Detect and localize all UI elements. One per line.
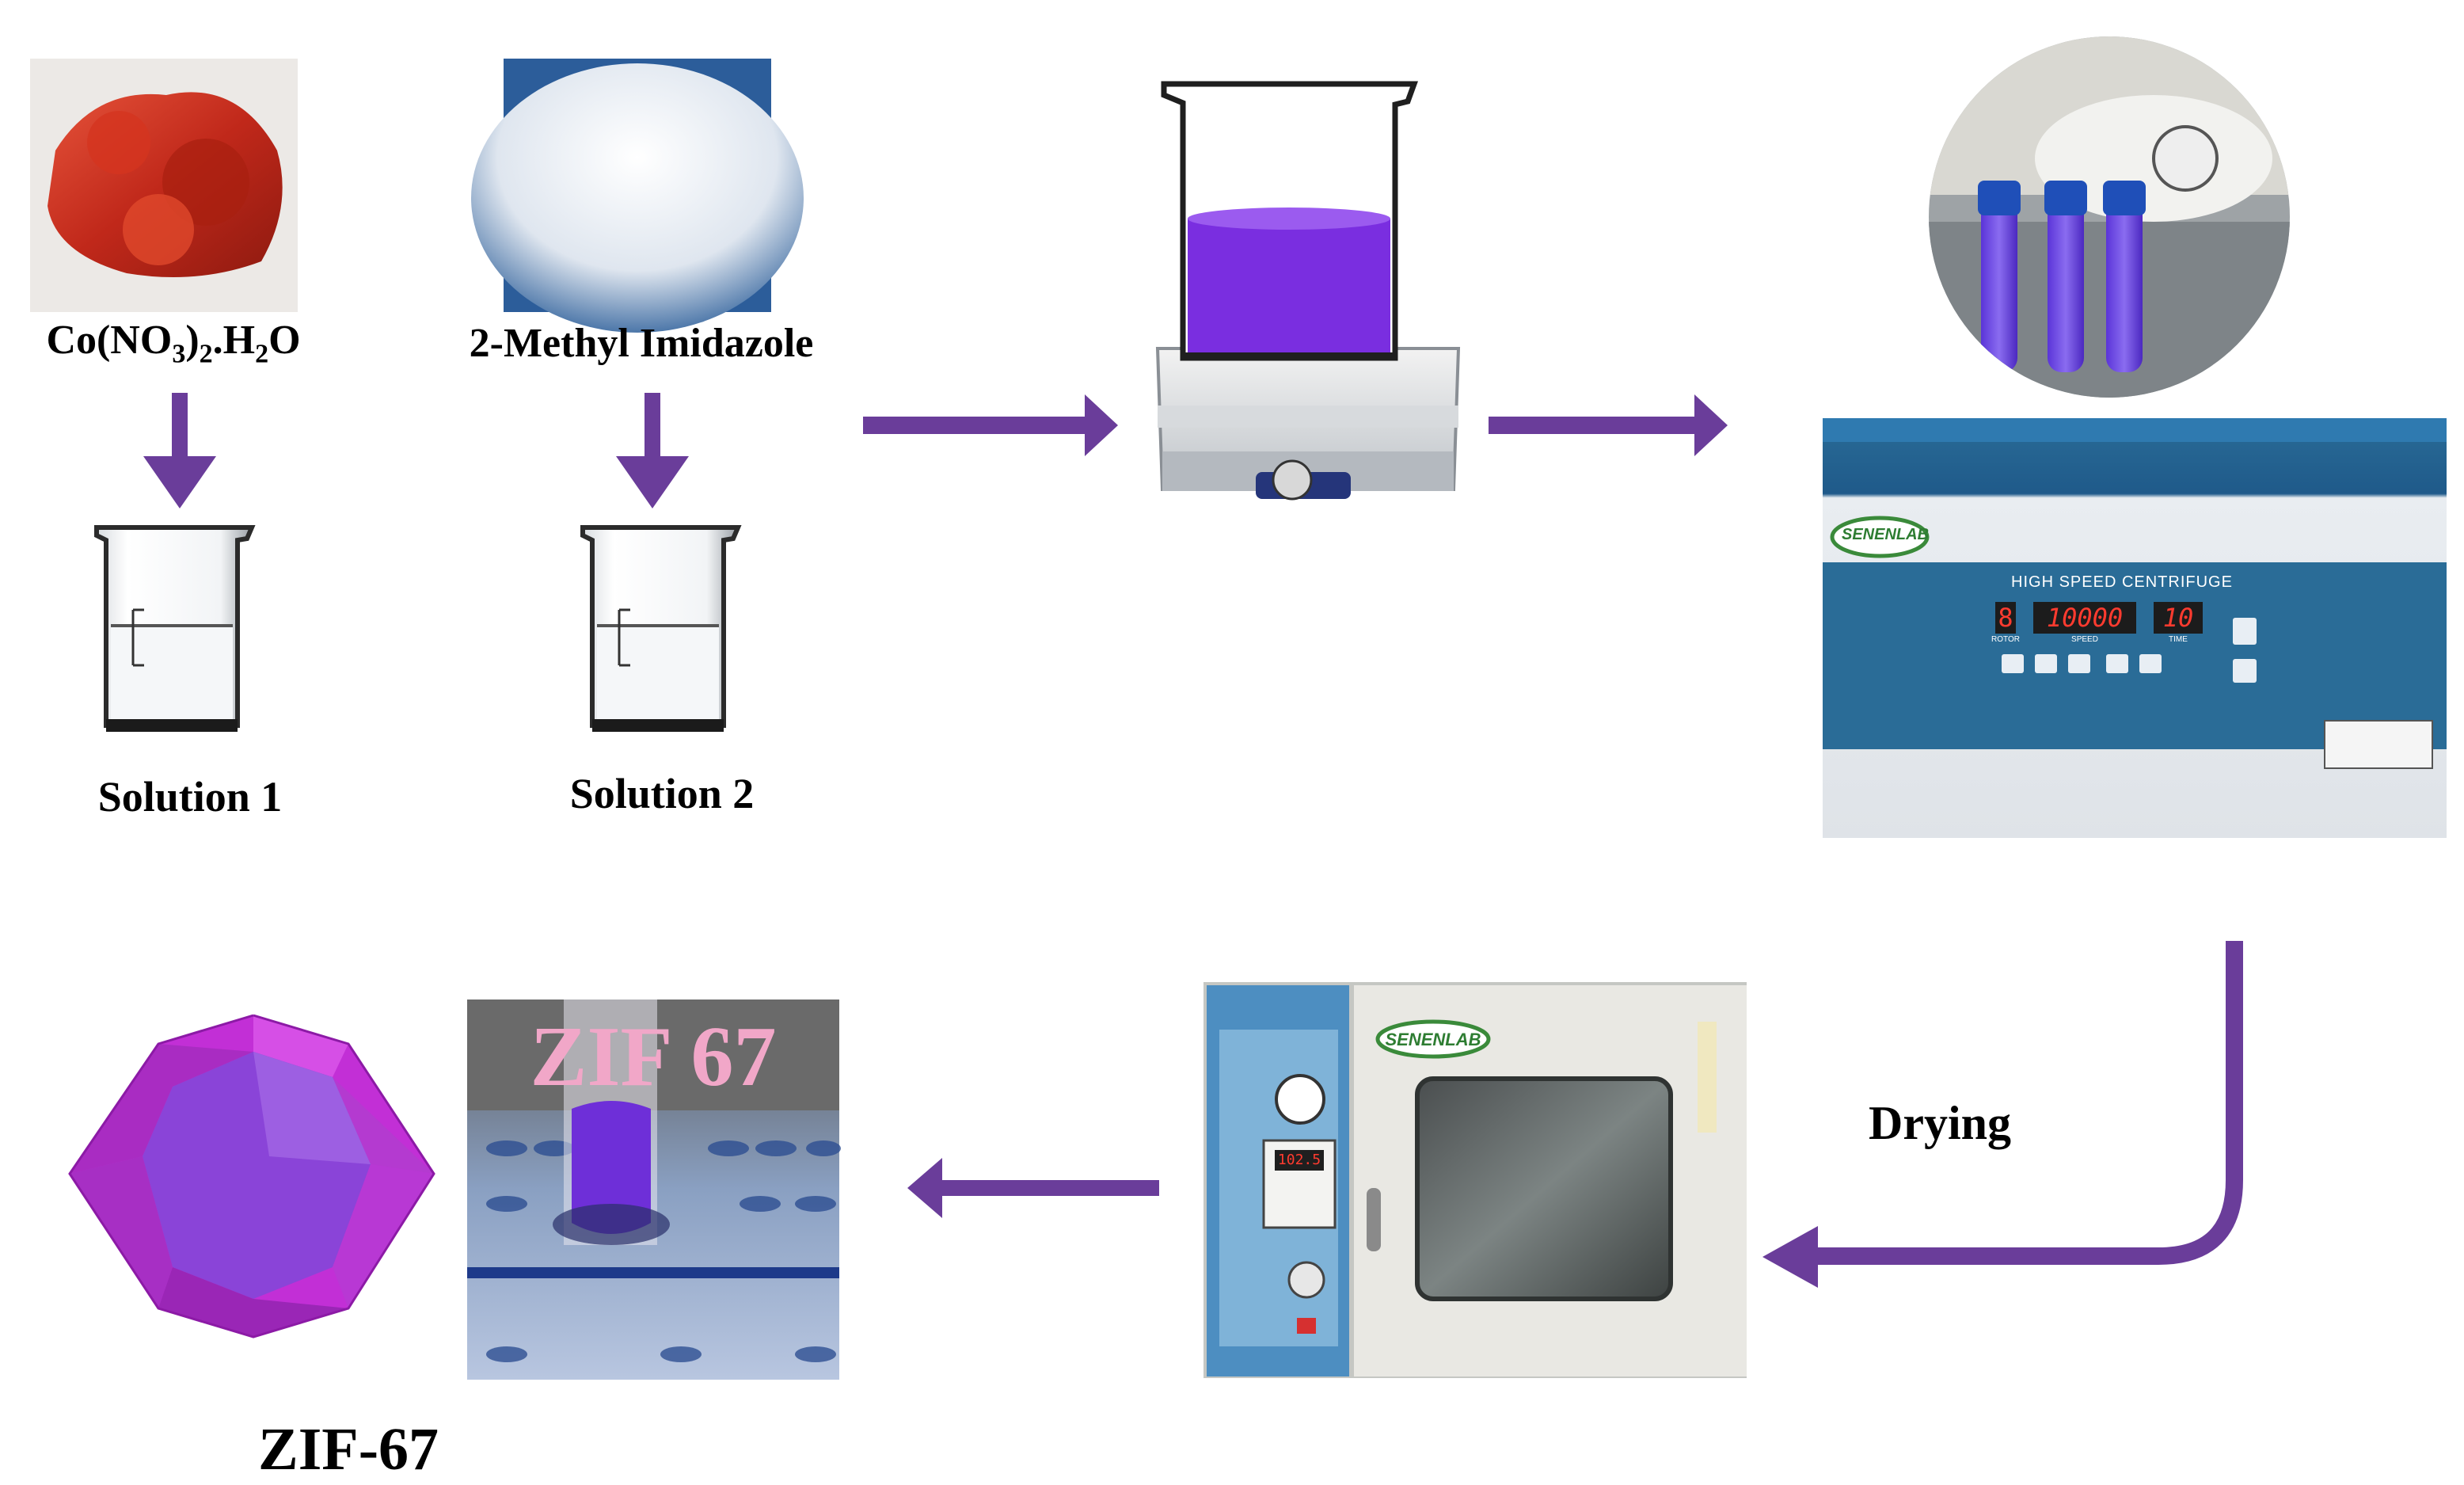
solution-2-label: Solution 2 [569, 770, 755, 817]
stirrer-icon [1155, 81, 1461, 501]
speed-display: 10000 [2046, 603, 2124, 633]
centrifuge-icon [1823, 418, 2447, 838]
drying-label: Drying [1869, 1097, 2011, 1149]
product-photo-text: ZIF 67 [530, 1010, 777, 1104]
time-display: 10 [2162, 603, 2194, 633]
crystal-icon [68, 1014, 435, 1338]
beaker-icon [94, 525, 256, 732]
down-arrow-icon [143, 393, 216, 508]
down-arrow-icon [616, 393, 689, 508]
cobalt-nitrate-label: Co(NO3)2.H2O [46, 318, 301, 369]
oven-temp-display: 102.5 [1277, 1152, 1321, 1168]
centrifuge-brand: SENENLAB [1842, 526, 1930, 543]
left-arrow-icon [907, 1158, 1159, 1218]
methylimidazole-label: 2-Methyl Imidazole [469, 321, 814, 366]
zif67-vial-photo [467, 1000, 841, 1380]
product-name-label: ZIF-67 [258, 1416, 439, 1483]
time-label: TIME [2169, 635, 2188, 644]
cobalt-nitrate-photo [30, 59, 298, 312]
beaker-icon [580, 525, 742, 732]
right-arrow-icon [1489, 394, 1728, 456]
speed-label: SPEED [2071, 635, 2098, 644]
right-arrow-icon [863, 394, 1118, 456]
curved-arrow-icon [1762, 941, 2243, 1288]
oven-brand: SENENLAB [1385, 1030, 1481, 1049]
solution-1-label: Solution 1 [97, 773, 283, 821]
rotor-display: 8 [1998, 603, 2013, 633]
methylimidazole-photo [471, 59, 804, 333]
rotor-label: ROTOR [1991, 635, 2020, 644]
centrifuge-tubes-photo [1929, 36, 2290, 398]
centrifuge-panel-title: HIGH SPEED CENTRIFUGE [2011, 573, 2233, 591]
vacuum-oven-icon [1203, 982, 1747, 1378]
